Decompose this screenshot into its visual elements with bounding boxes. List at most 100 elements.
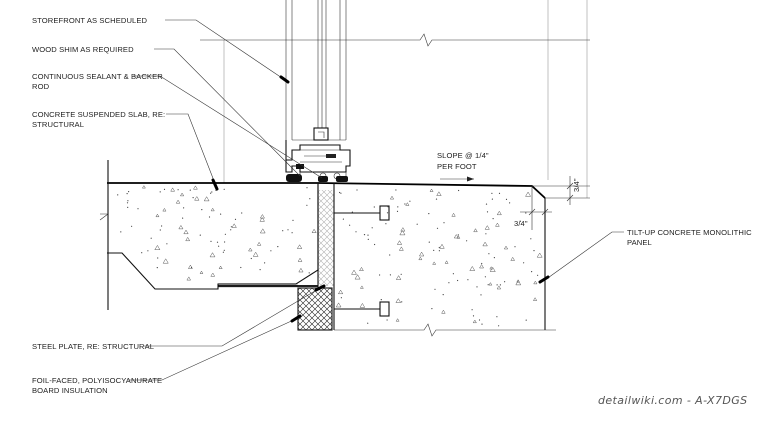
leader-lines <box>128 19 624 381</box>
aggregate-triangle <box>209 252 216 258</box>
aggregate-dot <box>400 273 402 275</box>
aggregate-dot <box>223 249 225 251</box>
aggregate-dot <box>250 257 252 260</box>
aggregate-dot <box>270 250 272 252</box>
aggregate-triangle <box>170 187 176 192</box>
aggregate-dot <box>397 206 399 208</box>
aggregate-triangle <box>395 275 402 280</box>
aggregate-triangle <box>359 266 364 271</box>
aggregate-dot <box>491 192 493 194</box>
aggregate-dot <box>224 233 226 235</box>
aggregate-dot <box>457 234 459 236</box>
aggregate-dot <box>127 200 129 202</box>
aggregate-triangle <box>525 191 532 197</box>
aggregate-dot <box>161 225 163 227</box>
aggregate-dot <box>452 273 454 275</box>
aggregate-dot <box>351 211 353 213</box>
aggregate-triangle <box>436 191 442 196</box>
label-slope-line1: SLOPE @ 1/4" <box>437 151 489 160</box>
aggregate-dot <box>342 218 344 220</box>
aggregate-dot <box>230 229 232 231</box>
aggregate-dot <box>485 233 487 235</box>
aggregate-dot <box>259 269 261 271</box>
aggregate-dot <box>230 226 232 228</box>
concrete-aggregate-stipple <box>117 185 543 327</box>
aggregate-dot <box>434 288 436 290</box>
aggregate-triangle <box>453 234 459 239</box>
aggregate-triangle <box>185 236 191 242</box>
aggregate-triangle <box>482 241 488 247</box>
aggregate-dot <box>127 206 129 208</box>
aggregate-dot <box>131 225 133 227</box>
label-slab-line1: CONCRETE SUSPENDED SLAB, RE: <box>32 110 165 119</box>
aggregate-triangle <box>532 297 538 301</box>
tilt-up-concrete-panel <box>317 182 556 337</box>
aggregate-dot <box>220 213 222 215</box>
aggregate-triangle <box>418 256 423 261</box>
aggregate-triangle <box>178 224 184 230</box>
aggregate-dot <box>216 241 219 243</box>
aggregate-triangle <box>451 212 456 217</box>
aggregate-dot <box>210 240 212 242</box>
aggregate-dot <box>401 301 403 303</box>
aggregate-triangle <box>354 274 361 280</box>
aggregate-dot <box>340 297 342 299</box>
aggregate-dot <box>117 194 119 196</box>
aggregate-dot <box>277 246 279 248</box>
aggregate-dot <box>509 202 511 204</box>
aggregate-dot <box>141 252 143 254</box>
aggregate-dot <box>292 219 294 221</box>
aggregate-dot <box>492 218 494 220</box>
aggregate-dot <box>385 223 387 225</box>
aggregate-dot <box>340 192 342 194</box>
aggregate-dot <box>530 238 532 240</box>
aggregate-dot <box>504 281 506 283</box>
aggregate-triangle <box>141 185 146 189</box>
aggregate-dot <box>486 211 489 213</box>
aggregate-triangle <box>203 196 210 202</box>
aggregate-triangle <box>162 258 169 264</box>
aggregate-dot <box>183 207 185 209</box>
aggregate-dot <box>476 286 478 288</box>
aggregate-triangle <box>183 229 189 235</box>
aggregate-triangle <box>252 251 259 257</box>
aggregate-triangle <box>418 251 425 257</box>
aggregate-triangle <box>155 213 160 218</box>
aggregate-dot <box>371 227 373 229</box>
aggregate-dot <box>210 192 212 194</box>
aggregate-triangle <box>444 260 449 264</box>
aggregate-dot <box>308 272 310 274</box>
aggregate-dot <box>199 234 201 236</box>
aggregate-dot <box>367 234 369 236</box>
label-panel-line1: TILT-UP CONCRETE MONOLITHIC <box>627 228 752 237</box>
aggregate-triangle <box>259 214 265 219</box>
aggregate-dot <box>182 217 184 219</box>
aggregate-dot <box>291 232 293 234</box>
aggregate-triangle <box>479 264 485 269</box>
aggregate-dot <box>234 218 237 220</box>
aggregate-triangle <box>210 272 216 277</box>
aggregate-dot <box>448 282 450 284</box>
label-steel-plate: STEEL PLATE, RE: STRUCTURAL <box>32 342 154 351</box>
label-wood-shim: WOOD SHIM AS REQUIRED <box>32 45 134 54</box>
aggregate-dot <box>525 212 527 214</box>
aggregate-dot <box>409 200 411 202</box>
aggregate-triangle <box>218 265 223 269</box>
aggregate-dot <box>356 189 358 191</box>
aggregate-triangle <box>496 210 502 216</box>
aggregate-dot <box>166 243 168 245</box>
aggregate-triangle <box>259 217 265 222</box>
aggregate-dot <box>433 249 435 251</box>
aggregate-triangle <box>489 266 494 270</box>
aggregate-triangle <box>175 199 181 204</box>
aggregate-dot <box>436 227 439 229</box>
aggregate-dot <box>416 223 418 225</box>
aggregate-triangle <box>429 188 434 192</box>
aggregate-triangle <box>432 261 437 265</box>
aggregate-dot <box>466 240 468 242</box>
label-insulation-line1: FOIL-FACED, POLYISOCYANURATE <box>32 376 162 385</box>
aggregate-dot <box>150 237 152 239</box>
aggregate-triangle <box>396 240 403 245</box>
aggregate-dot <box>488 253 490 255</box>
aggregate-dot <box>128 191 130 193</box>
